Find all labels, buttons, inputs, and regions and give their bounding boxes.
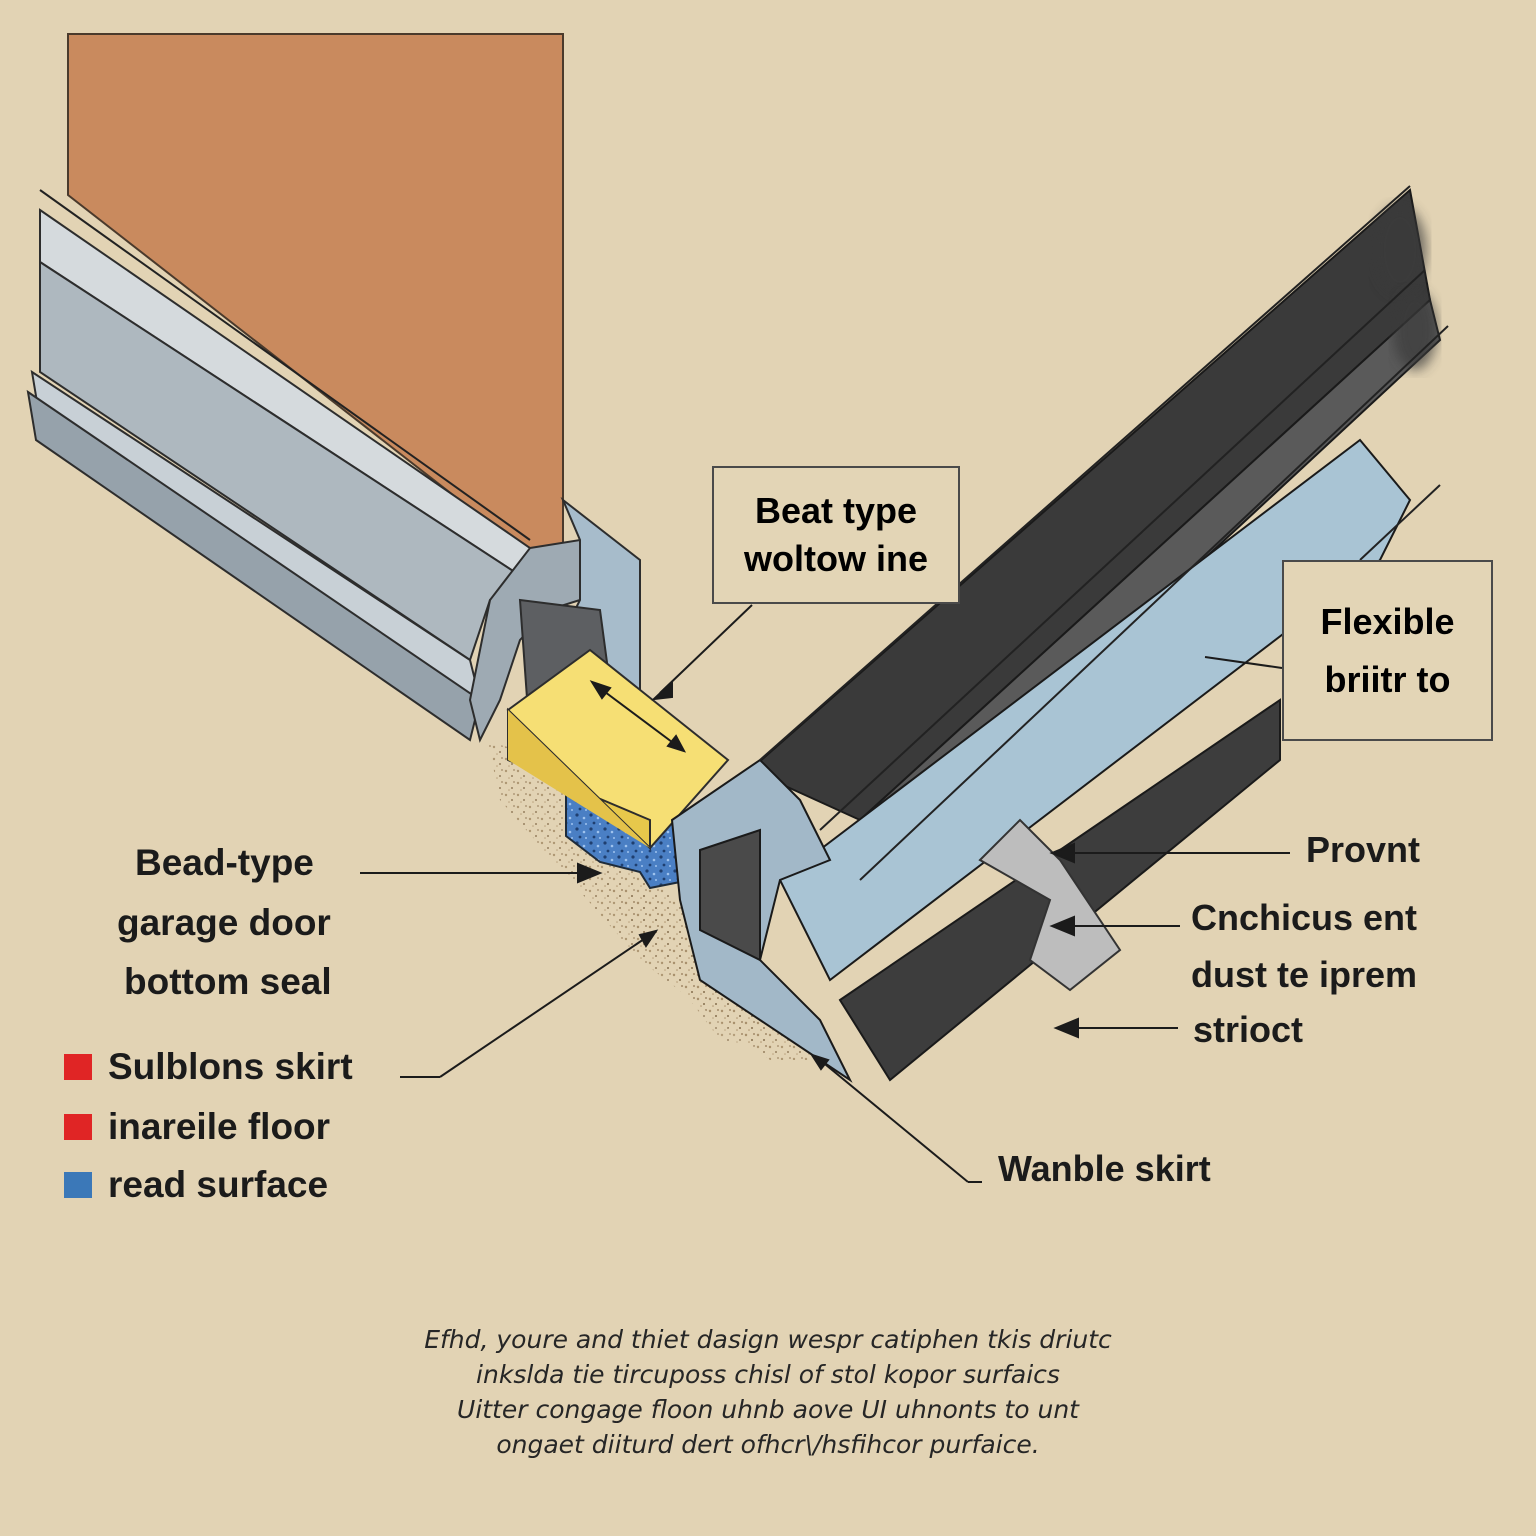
callout-box-right: Flexible briitr to bbox=[1282, 560, 1493, 741]
label-main-line-1: Bead-type bbox=[135, 842, 314, 883]
legend-item: Sulblons skirt bbox=[64, 1046, 353, 1088]
outline-strokes bbox=[39, 185, 1449, 881]
callout-right-line-2: briitr to bbox=[1324, 658, 1451, 700]
callout-right-line-1: Flexible bbox=[1320, 600, 1455, 642]
label-right-line-2: dust te iprem bbox=[1191, 954, 1418, 995]
legend-swatch-blue bbox=[64, 1172, 92, 1198]
figure-caption: Efhd, youre and thiet dasign wespr catip… bbox=[0, 1322, 1536, 1462]
legend-item: inareile floor bbox=[64, 1106, 330, 1148]
callout-box-top: Beat type woltow ine bbox=[712, 466, 960, 604]
label-main-line-3: bottom seal bbox=[124, 961, 332, 1002]
callout-top-line-1: Beat type bbox=[754, 490, 918, 531]
legend-label: read surface bbox=[108, 1164, 329, 1205]
caption-line: ongaet diiturd dert ofhcr\/hsfihcor purf… bbox=[496, 1430, 1040, 1459]
label-bottom-right: Wanble skirt bbox=[998, 1148, 1211, 1189]
bead-seal-block bbox=[506, 648, 730, 851]
retainer-clip bbox=[978, 818, 1122, 992]
legend-swatch-red bbox=[64, 1114, 92, 1140]
label-right-line-3: strioct bbox=[1193, 1009, 1304, 1050]
callout-top-line-2: woltow ine bbox=[744, 538, 928, 579]
callout-lines bbox=[360, 604, 1290, 1183]
legend-swatch-red bbox=[64, 1054, 92, 1080]
legend-label: inareile floor bbox=[108, 1106, 331, 1147]
legend-label: Sulblons skirt bbox=[108, 1046, 353, 1087]
label-main-line-2: garage door bbox=[117, 902, 331, 943]
legend-item: read surface bbox=[64, 1164, 328, 1206]
caption-line: Efhd, youre and thiet dasign wespr catip… bbox=[424, 1325, 1112, 1354]
caption-line: Uitter congage floon uhnb aove UI uhnont… bbox=[457, 1395, 1079, 1424]
label-provnt: Provnt bbox=[1306, 829, 1421, 870]
label-right-line-1: Cnchicus ent bbox=[1191, 897, 1418, 938]
caption-line: inkslda tie tircuposs chisl of stol kopo… bbox=[476, 1360, 1060, 1389]
